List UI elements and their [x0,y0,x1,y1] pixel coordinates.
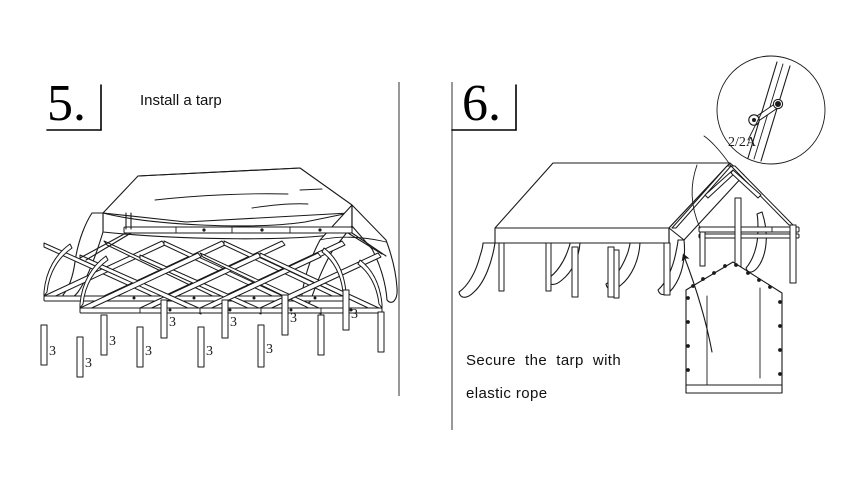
detail-callout-label: 2/2A [728,135,757,150]
step-5-panel: 3 3 3 3 3 3 3 3 3 3 [40,84,398,378]
part-label-3: 3 [230,315,237,330]
step-6-instruction-line2: elastic rope [466,385,548,402]
legs-front-row-step5 [76,311,385,378]
part-label-3: 3 [145,344,152,359]
part-label-3: 3 [85,356,92,371]
canopy-top-rails-step5 [123,212,353,234]
part-label-3: 3 [169,315,176,330]
scissor-frame-step5 [43,232,387,315]
step-6-number-bracket [451,84,517,131]
detail-callout-step6: 2/2A [691,55,826,229]
part-label-3: 3 [49,344,56,359]
step-5-instruction: Install a tarp [140,92,222,109]
step-6-instruction-line1: Secure the tarp with [466,352,622,369]
front-horizontal-rail [79,307,383,314]
part-label-3: 3 [351,307,358,322]
step-6-number: 6. [462,75,501,132]
part-label-3: 3 [206,344,213,359]
step-6-panel: 2/2A [451,55,826,394]
scissor-front-row [79,252,382,315]
canopy-frame-step6 [671,165,800,284]
side-tarp-panel-step6 [685,261,783,394]
legs-step6 [498,242,671,299]
legs-back-row-step5 [40,289,350,366]
panel-dividers [398,82,453,430]
part-label-3: 3 [290,311,297,326]
step-5-number-bracket [46,84,102,131]
curved-arrow-icon [681,253,713,353]
step-5-number: 5. [47,75,86,132]
part-label-3: 3 [266,342,273,357]
part-label-3: 3 [109,334,116,349]
part-number-labels-step5: 3 3 3 3 3 3 3 3 3 3 [49,307,358,371]
